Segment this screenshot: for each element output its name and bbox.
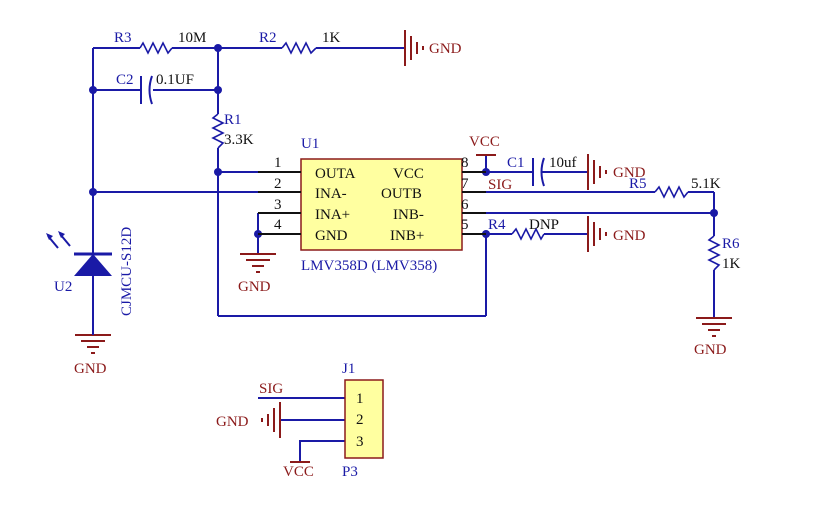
j1-pin2: 2 bbox=[356, 412, 364, 428]
c1-label: C1 bbox=[507, 155, 525, 171]
connector-j1[interactable] bbox=[344, 379, 384, 459]
ic-pin-lines bbox=[258, 171, 486, 235]
gnd-label-r2: GND bbox=[429, 41, 462, 57]
gnd-symbol-r4 bbox=[587, 216, 607, 252]
c2-label: C2 bbox=[116, 72, 134, 88]
sig-label-j1: SIG bbox=[259, 381, 283, 397]
r5-value: 5.1K bbox=[691, 176, 721, 192]
j1-pin1: 1 bbox=[356, 391, 364, 407]
r2-value: 1K bbox=[322, 30, 341, 46]
ic-pin6-num: 6 bbox=[461, 197, 469, 213]
gnd-symbol-r6 bbox=[696, 317, 732, 337]
ic-pin8-num: 8 bbox=[461, 155, 469, 171]
u2-label: U2 bbox=[54, 279, 72, 295]
r3-label: R3 bbox=[114, 30, 132, 46]
ic-pin4-num: 4 bbox=[274, 217, 282, 233]
ic-pin7-name: OUTB bbox=[381, 186, 422, 202]
r6-value: 1K bbox=[722, 256, 741, 272]
gnd-label-c1: GND bbox=[613, 165, 646, 181]
r2-label: R2 bbox=[259, 30, 277, 46]
resistor-r3[interactable] bbox=[139, 41, 173, 55]
sig-label-ic: SIG bbox=[488, 177, 512, 193]
capacitor-c2[interactable] bbox=[140, 75, 153, 105]
ic-pin3-name: INA+ bbox=[315, 207, 350, 223]
resistor-r6[interactable] bbox=[707, 235, 721, 271]
vcc-label-j1: VCC bbox=[283, 464, 314, 480]
r5-label: R5 bbox=[629, 176, 647, 192]
gnd-label-r4: GND bbox=[613, 228, 646, 244]
resistor-r1[interactable] bbox=[211, 113, 225, 149]
vcc-label-ic: VCC bbox=[469, 134, 500, 150]
wires bbox=[92, 47, 715, 462]
gnd-symbol-j1 bbox=[261, 402, 281, 438]
j1-label: J1 bbox=[342, 361, 355, 377]
r3-value: 10M bbox=[178, 30, 206, 46]
gnd-label-j1: GND bbox=[216, 414, 249, 430]
gnd-symbol-ic bbox=[240, 253, 276, 273]
ic-pin7-num: 7 bbox=[461, 176, 469, 192]
gnd-symbol-u2 bbox=[75, 334, 111, 354]
gnd-label-u2: GND bbox=[74, 361, 107, 377]
gnd-label-ic: GND bbox=[238, 279, 271, 295]
ic-part-number: LMV358D (LMV358) bbox=[301, 258, 437, 274]
junctions bbox=[89, 44, 718, 238]
r6-label: R6 bbox=[722, 236, 740, 252]
ic-pin1-name: OUTA bbox=[315, 166, 356, 182]
ic-pin1-num: 1 bbox=[274, 155, 282, 171]
capacitor-c1[interactable] bbox=[532, 157, 545, 187]
ic-pin5-name: INB+ bbox=[390, 228, 424, 244]
r4-value: DNP bbox=[529, 217, 559, 233]
ic-pin5-num: 5 bbox=[461, 217, 469, 233]
p3-label: P3 bbox=[342, 464, 358, 480]
c1-value: 10uf bbox=[549, 155, 577, 171]
photodiode-u2[interactable] bbox=[46, 231, 112, 335]
ic-pin4-name: GND bbox=[315, 228, 348, 244]
r1-value: 3.3K bbox=[224, 132, 254, 148]
gnd-symbol-c1 bbox=[587, 154, 607, 190]
ic-pin8-name: VCC bbox=[393, 166, 424, 182]
c2-value: 0.1UF bbox=[156, 72, 194, 88]
gnd-symbol-r2 bbox=[404, 30, 424, 66]
ic-pin2-num: 2 bbox=[274, 176, 282, 192]
r4-label: R4 bbox=[488, 217, 506, 233]
u1-label: U1 bbox=[301, 136, 319, 152]
gnd-label-r6: GND bbox=[694, 342, 727, 358]
j1-pin3: 3 bbox=[356, 434, 364, 450]
ic-pin2-name: INA- bbox=[315, 186, 347, 202]
ic-pin6-name: INB- bbox=[393, 207, 424, 223]
ic-pin3-num: 3 bbox=[274, 197, 282, 213]
resistor-r2[interactable] bbox=[281, 41, 317, 55]
resistor-r4[interactable] bbox=[511, 227, 545, 241]
r1-label: R1 bbox=[224, 112, 242, 128]
resistor-r5[interactable] bbox=[654, 185, 689, 199]
ic-u1[interactable] bbox=[300, 158, 463, 251]
u2-part-number: CJMCU-S12D bbox=[119, 227, 135, 316]
